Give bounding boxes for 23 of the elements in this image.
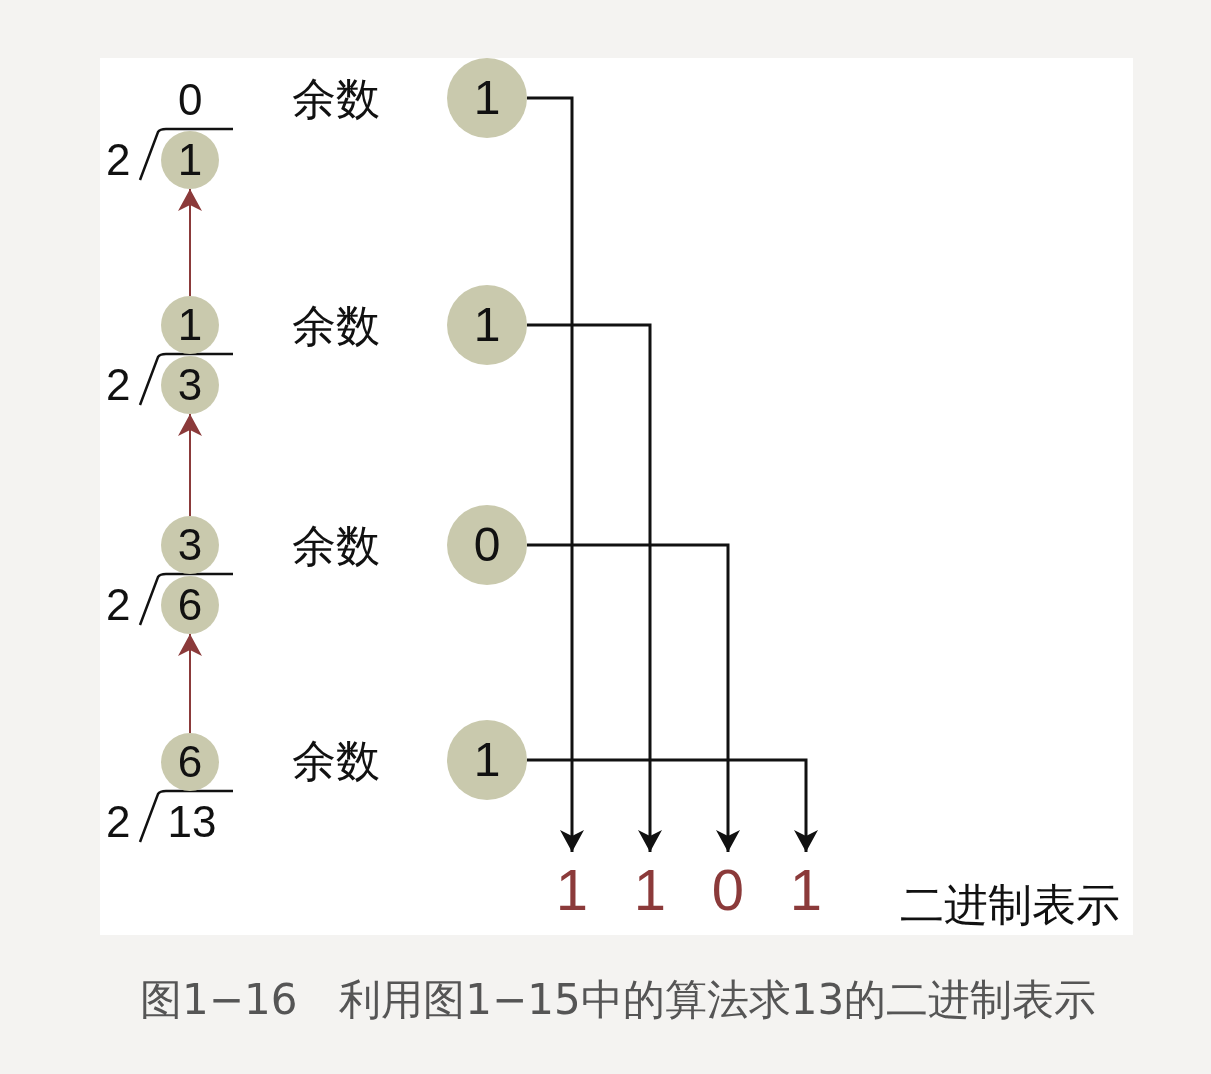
dividend-number: 13 bbox=[167, 800, 217, 844]
arrow bbox=[527, 543, 740, 852]
remainder-label: 余数 bbox=[292, 520, 380, 572]
remainder-label: 余数 bbox=[292, 735, 380, 787]
result-label: 二进制表示 bbox=[900, 883, 1120, 927]
arrow bbox=[527, 323, 662, 852]
remainder-label: 余数 bbox=[292, 300, 380, 352]
arrow bbox=[178, 188, 202, 297]
arrow bbox=[527, 758, 818, 852]
divisor-number: 2 bbox=[106, 363, 131, 407]
divisor-number: 2 bbox=[106, 583, 131, 627]
remainder-label: 余数 bbox=[292, 73, 380, 125]
arrow bbox=[527, 96, 584, 852]
binary-digit: 0 bbox=[706, 852, 750, 928]
binary-digit: 1 bbox=[784, 852, 828, 928]
divisor-number: 2 bbox=[106, 138, 131, 182]
arrow bbox=[178, 633, 202, 734]
figure-caption: 图1−16 利用图1−15中的算法求13的二进制表示 bbox=[140, 974, 1097, 1026]
binary-digit: 1 bbox=[550, 852, 594, 928]
quotient-number: 0 bbox=[178, 78, 203, 122]
binary-digit: 1 bbox=[628, 852, 672, 928]
divisor-number: 2 bbox=[106, 800, 131, 844]
arrow bbox=[178, 413, 202, 517]
